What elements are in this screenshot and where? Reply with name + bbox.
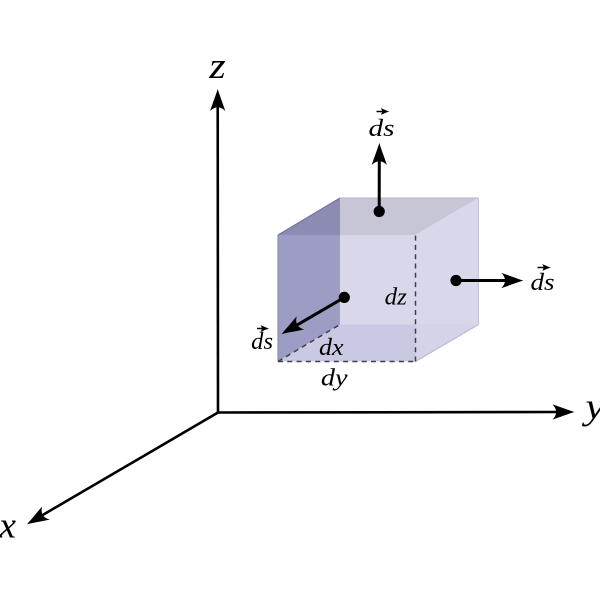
svg-text:ds: ds — [251, 329, 273, 355]
svg-text:ds: ds — [531, 270, 555, 296]
svg-text:dx: dx — [319, 335, 344, 361]
svg-text:ds: ds — [369, 116, 395, 142]
svg-text:dz: dz — [385, 285, 408, 311]
svg-text:dy: dy — [321, 366, 348, 392]
svg-text:z: z — [208, 46, 226, 87]
svg-text:x: x — [0, 506, 17, 547]
svg-text:y: y — [581, 387, 600, 428]
